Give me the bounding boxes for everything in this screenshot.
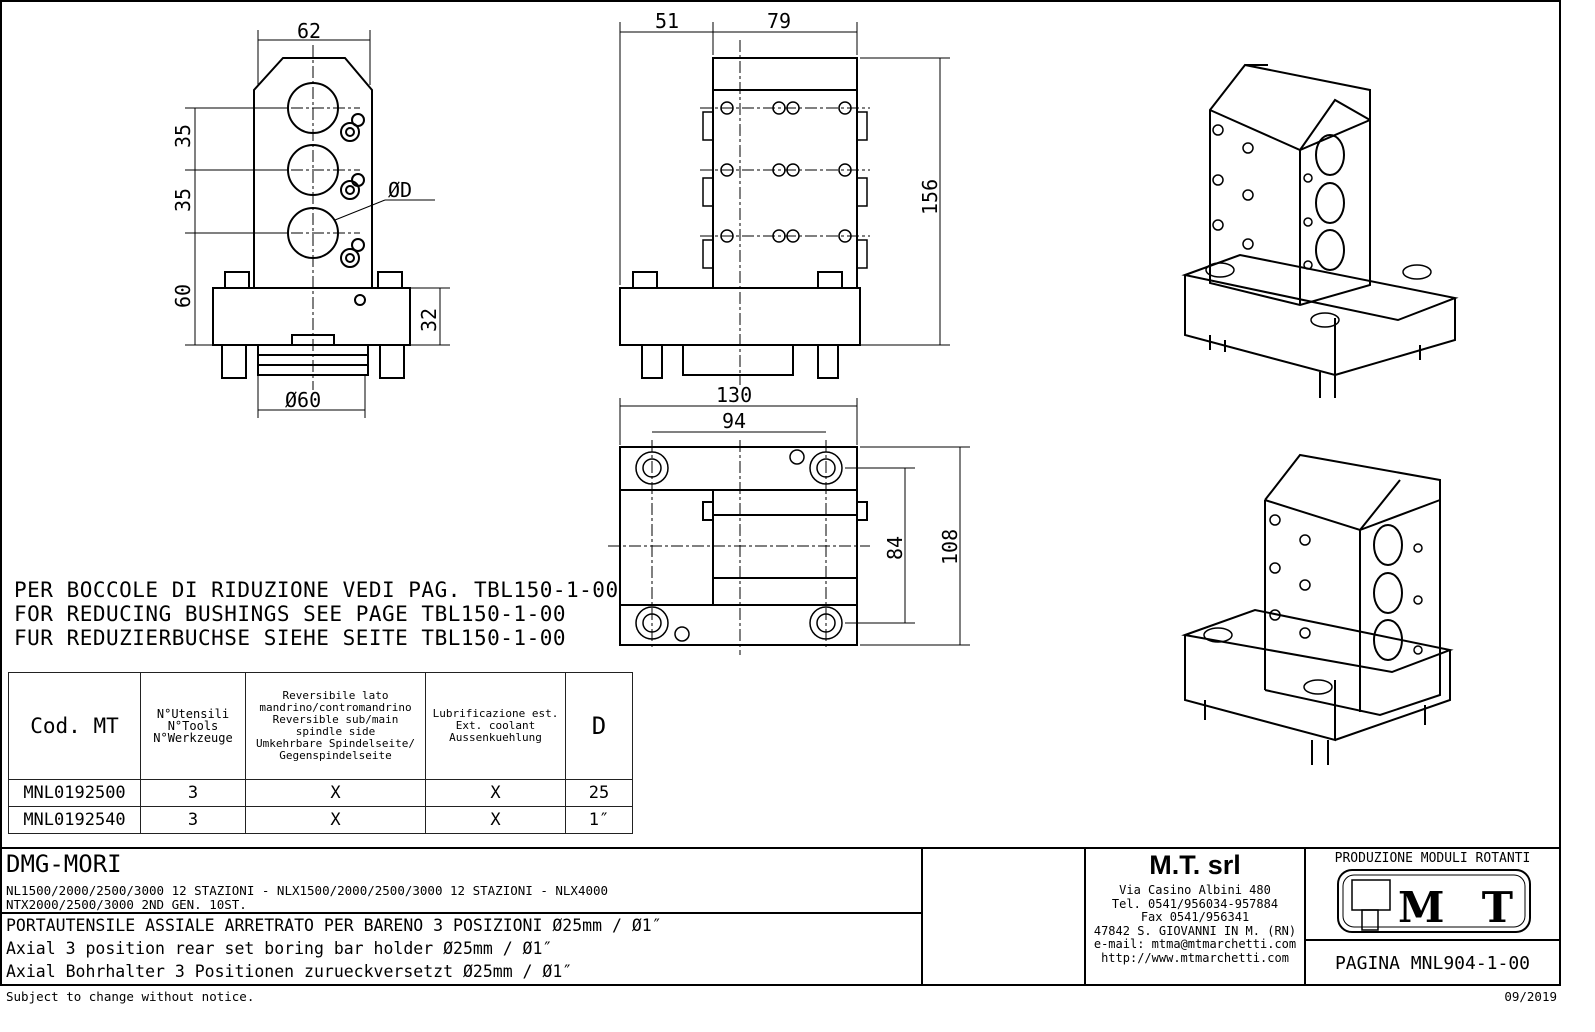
- models-line-1: NL1500/2000/2500/3000 12 STAZIONI - NLX1…: [6, 883, 609, 898]
- table-row: MNL0192540 3 X X 1″: [8, 806, 633, 834]
- svg-text:MT: MT: [1398, 883, 1513, 932]
- isometric-view-2: [1181, 453, 1454, 765]
- company-name: M.T. srl: [1149, 850, 1241, 880]
- dim-35b: 35: [171, 188, 195, 212]
- cell-reversible: X: [245, 779, 426, 807]
- isometric-view-1: [1181, 63, 1459, 398]
- description-italian: PORTAUTENSILE ASSIALE ARRETRATO PER BARE…: [6, 916, 662, 935]
- sheet-border: [0, 0, 1561, 986]
- dim-94: 94: [722, 409, 746, 433]
- dim-35a: 35: [171, 124, 195, 148]
- machine-brand: DMG-MORI: [6, 850, 122, 878]
- side-view: 51 79 156: [619, 9, 950, 385]
- cell-coolant: X: [425, 806, 566, 834]
- dim-108: 108: [938, 529, 962, 565]
- cell-d: 25: [565, 779, 633, 807]
- header-tools: N°Utensili N°Tools N°Werkzeuge: [140, 672, 246, 780]
- header-d: D: [565, 672, 633, 780]
- cell-tools: 3: [140, 779, 246, 807]
- company-city: 47842 S. GIOVANNI IN M. (RN): [1093, 923, 1297, 938]
- top-view: 130 94 84 108: [608, 383, 970, 655]
- description-english: Axial 3 position rear set boring bar hol…: [6, 939, 553, 958]
- cell-reversible: X: [245, 806, 426, 834]
- note-english: FOR REDUCING BUSHINGS SEE PAGE TBL150-1-…: [14, 602, 567, 626]
- dim-156: 156: [918, 179, 942, 215]
- company-street: Via Casino Albini 480: [1119, 883, 1271, 897]
- company-tel: Tel. 0541/956034-957884: [1111, 896, 1279, 911]
- disclaimer: Subject to change without notice.: [6, 989, 255, 1004]
- cell-code: MNL0192500: [8, 779, 141, 807]
- dim-84: 84: [883, 536, 907, 560]
- mt-logo: MT: [1337, 869, 1531, 933]
- dim-60: 60: [171, 284, 195, 308]
- note-german: FUR REDUZIERBUCHSE SIEHE SEITE TBL150-1-…: [14, 626, 567, 650]
- cell-d: 1″: [565, 806, 633, 834]
- company-website: http://www.mtmarchetti.com: [1101, 950, 1289, 965]
- cell-tools: 3: [140, 806, 246, 834]
- company-email: e-mail: mtma@mtmarchetti.com: [1093, 937, 1297, 951]
- header-coolant: Lubrificazione est. Ext. coolant Aussenk…: [425, 672, 566, 780]
- front-view: 62 35 35 60 32 ØD Ø60: [171, 19, 450, 418]
- header-reversible: Reversibile lato mandrino/contromandrino…: [245, 672, 426, 780]
- dim-130: 130: [716, 383, 752, 407]
- title-block-frame: [1, 847, 1560, 985]
- product-code-table: Cod. MT N°Utensili N°Tools N°Werkzeuge R…: [8, 672, 633, 834]
- note-italian: PER BOCCOLE DI RIDUZIONE VEDI PAG. TBL15…: [14, 578, 619, 602]
- description-german: Axial Bohrhalter 3 Positionen zurueckver…: [6, 962, 573, 981]
- dim-51: 51: [655, 9, 679, 33]
- revision-date: 09/2019: [1504, 989, 1557, 1004]
- dim-32: 32: [417, 308, 441, 332]
- company-fax: Fax 0541/956341: [1140, 910, 1250, 924]
- page-number: PAGINA MNL904-1-00: [1334, 953, 1531, 974]
- table-row: MNL0192500 3 X X 25: [8, 779, 633, 807]
- cell-coolant: X: [425, 779, 566, 807]
- models-line-2: NTX2000/2500/3000 2ND GEN. 10ST.: [6, 897, 247, 912]
- company-address: Via Casino Albini 480 Tel. 0541/956034-9…: [1085, 883, 1305, 965]
- dim-62: 62: [297, 19, 321, 43]
- dim-dia-60: Ø60: [285, 388, 321, 412]
- cell-code: MNL0192540: [8, 806, 141, 834]
- header-cod-mt: Cod. MT: [8, 672, 141, 780]
- table-header-row: Cod. MT N°Utensili N°Tools N°Werkzeuge R…: [8, 672, 633, 780]
- dim-bore-d: ØD: [388, 178, 412, 202]
- dim-79: 79: [767, 9, 791, 33]
- division-label: PRODUZIONE MODULI ROTANTI: [1334, 851, 1531, 866]
